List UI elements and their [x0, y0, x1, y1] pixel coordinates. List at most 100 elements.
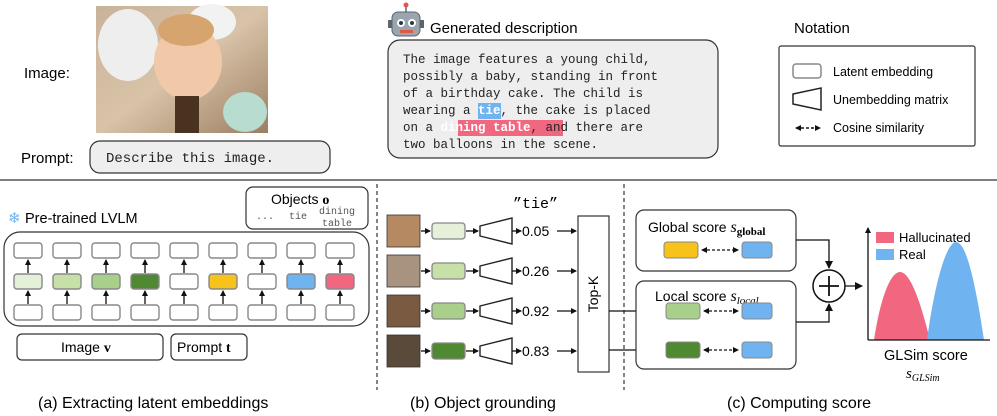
token-bottom-4: [169, 304, 199, 321]
token-mid-0: [13, 273, 43, 290]
caption-b: (b) Object grounding: [410, 395, 556, 412]
word-label: ”tie”: [513, 196, 558, 213]
score-value-3: 0.83: [522, 343, 549, 359]
latent-embedding-swatch: [792, 63, 822, 79]
token-bottom-2: [91, 304, 121, 321]
token-top-7: [286, 242, 316, 259]
prompt-box: [89, 140, 331, 174]
notation-box: [778, 45, 976, 147]
notation-item-2: Unembedding matrix: [833, 93, 949, 107]
desc-line-3: of a birthday cake. The child is: [403, 87, 643, 101]
grounding-rows: 0.05 0.26 0.92 0.83: [386, 214, 577, 368]
objects-label: Objects o: [271, 191, 329, 208]
image-patch-1: [386, 254, 421, 288]
token-bottom-6: [247, 304, 277, 321]
legend-real-label: Real: [899, 247, 926, 262]
image-patch-2: [386, 294, 421, 328]
image-patch-0: [386, 214, 421, 248]
score-value-1: 0.26: [522, 263, 549, 279]
token-top-1: [52, 242, 82, 259]
token-mid-8: [325, 273, 355, 290]
tie-highlight: [478, 103, 501, 119]
token-top-5: [208, 242, 238, 259]
image-input-box: [16, 333, 164, 361]
token-bottom-3: [130, 304, 160, 321]
token-mid-2: [91, 273, 121, 290]
token-mid-3: [130, 273, 160, 290]
local-image-embedding-1: [665, 302, 701, 320]
token-top-2: [91, 242, 121, 259]
unembedding-0: [479, 217, 513, 245]
prompt-text: Describe this image.: [106, 151, 274, 167]
tie-word: tie: [478, 104, 501, 118]
token-bottom-5: [208, 304, 238, 321]
patch-embedding-1: [431, 262, 466, 280]
token-mid-1: [52, 273, 82, 290]
objects-box: [245, 186, 369, 230]
real-distribution: [927, 242, 984, 340]
patch-embedding-3: [431, 342, 466, 360]
plot-xlabel: GLSim score: [884, 348, 968, 364]
legend-real-swatch: [876, 249, 894, 260]
legend-hallucinated-label: Hallucinated: [899, 230, 971, 245]
token-bottom-0: [13, 304, 43, 321]
model-label: Pre-trained LVLM: [25, 211, 138, 227]
desc-line-6: two balloons in the scene.: [403, 138, 598, 152]
objects-dining: dining: [319, 206, 355, 218]
global-score-label: Global score sglobal: [648, 219, 765, 238]
token-bottom-1: [52, 304, 82, 321]
token-top-3: [130, 242, 160, 259]
desc-line-1: The image features a young child,: [403, 53, 651, 67]
caption-c: (c) Computing score: [727, 395, 871, 412]
score-value-0: 0.05: [522, 223, 549, 239]
local-text-embedding-2: [741, 341, 773, 359]
objects-table: table: [322, 218, 352, 230]
desc-line-5: on a dining table, and there are: [403, 121, 643, 135]
dining-table-word: dining table: [441, 121, 531, 135]
notation-item-1: Latent embedding: [833, 65, 933, 79]
local-image-embedding-2: [665, 341, 701, 359]
global-to-sum: [796, 239, 833, 269]
input-photo: [96, 4, 268, 133]
token-bottom-8: [325, 304, 355, 321]
dining-table-highlight: [458, 120, 563, 136]
notation-item-3: Cosine similarity: [833, 121, 925, 135]
desc-line-4: wearing a tie, the cake is placed: [403, 104, 651, 118]
objects-ellipsis: ...: [256, 212, 274, 223]
unembedding-swatch: [792, 87, 822, 111]
image-input-label: Image v: [61, 339, 111, 356]
token-bottom-7: [286, 304, 316, 321]
notation-title: Notation: [794, 20, 850, 37]
patch-embedding-2: [431, 302, 466, 320]
token-grid: [13, 242, 355, 321]
prompt-input-label: Prompt t: [177, 339, 231, 356]
unembedding-1: [479, 257, 513, 285]
token-top-4: [169, 242, 199, 259]
robot-icon: [388, 2, 424, 37]
token-top-8: [325, 242, 355, 259]
global-image-embedding: [663, 241, 699, 259]
local-text-embedding-1: [741, 302, 773, 320]
score-value-2: 0.92: [522, 303, 549, 319]
token-top-0: [13, 242, 43, 259]
token-mid-5: [208, 273, 238, 290]
legend-hallucinated-swatch: [876, 232, 894, 243]
snowflake-icon: ❄: [8, 210, 21, 227]
token-top-6: [247, 242, 277, 259]
patch-embedding-0: [431, 222, 466, 240]
caption-a: (a) Extracting latent embeddings: [38, 395, 268, 412]
unembedding-2: [479, 297, 513, 325]
image-patch-3: [386, 334, 421, 368]
topk-label: Top-K: [585, 275, 601, 312]
prompt-input-box: [170, 333, 248, 361]
topk-box: [577, 215, 610, 373]
token-mid-6: [247, 273, 277, 290]
hallucinated-distribution: [874, 272, 930, 340]
global-text-embedding: [741, 241, 773, 259]
description-title: Generated description: [430, 20, 578, 37]
plot-xlabel-symbol: sGLSim: [906, 366, 940, 384]
token-mid-4: [169, 273, 199, 290]
image-label: Image:: [24, 65, 70, 82]
desc-line-2: possibly a baby, standing in front: [403, 70, 658, 84]
